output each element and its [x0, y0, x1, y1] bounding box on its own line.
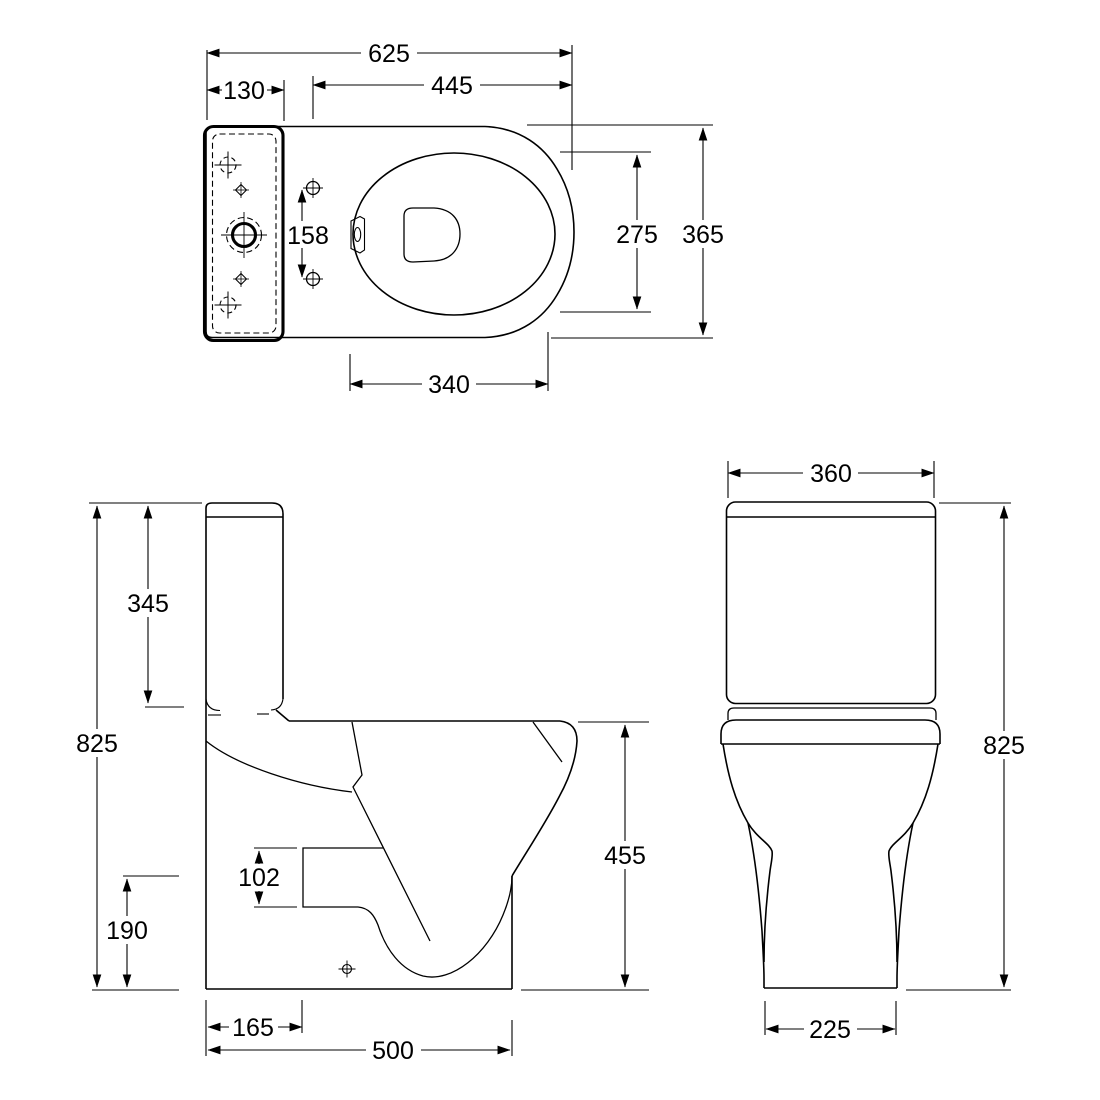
side-view: 825 345 190 102 455 — [70, 502, 652, 1065]
dim-top-fixing-centres: 158 — [287, 189, 329, 278]
dim-side-inlet-height: 102 — [233, 847, 297, 908]
dim-top-overall-depth: 625 — [206, 40, 573, 170]
top-view: 625 445 130 158 275 — [202, 40, 729, 399]
cistern-plan-outline — [202, 124, 285, 343]
dim-side-overall-height-label: 825 — [76, 730, 118, 758]
bowl-front-profile — [511, 720, 578, 877]
bowl-left-contour — [722, 743, 774, 963]
cistern-front-outline — [725, 501, 937, 705]
bowl-right-contour — [887, 743, 939, 963]
seat-edge-line — [532, 721, 563, 763]
dim-front-cistern-width: 360 — [727, 460, 935, 498]
dim-side-outlet-setback-label: 165 — [232, 1014, 274, 1042]
seat-bolt-hole-icon — [303, 269, 323, 289]
dim-front-overall-height-label: 825 — [983, 732, 1025, 760]
dim-top-cistern-depth: 130 — [206, 77, 285, 121]
dim-front-overall-height: 825 — [906, 502, 1031, 991]
fixing-target-icon — [214, 151, 242, 179]
dim-side-inlet-height-label: 102 — [238, 864, 280, 892]
dim-top-pan-depth-label: 445 — [431, 72, 473, 100]
cistern-side-outline — [205, 502, 284, 705]
dim-top-pan-depth: 445 — [312, 72, 573, 119]
dim-top-bowl-length: 340 — [349, 332, 549, 399]
dim-top-overall-width: 365 — [527, 124, 729, 339]
dim-side-base-depth: 500 — [207, 1020, 513, 1065]
dim-top-fixing-centres-label: 158 — [287, 222, 329, 250]
fixing-cross-icon — [233, 271, 249, 287]
dim-side-cistern-height-label: 345 — [127, 590, 169, 618]
dim-front-cistern-width-label: 360 — [810, 460, 852, 488]
pedestal-slope-line — [205, 740, 353, 793]
flush-valve — [403, 207, 461, 263]
foot-left-contour — [747, 822, 765, 988]
front-view: 360 825 225 — [720, 460, 1031, 1044]
seat-hinge-band — [727, 707, 937, 720]
dim-side-overall-height: 825 — [70, 502, 202, 991]
dim-side-outlet-setback: 165 — [205, 1000, 303, 1056]
cistern-base-joint — [270, 698, 284, 711]
fixing-target-icon — [214, 291, 242, 319]
dim-front-base-width-label: 225 — [809, 1016, 851, 1044]
inlet-hole — [221, 212, 267, 258]
seat-hinge — [350, 215, 366, 254]
fixing-cross-icon — [233, 182, 249, 198]
dim-top-bowl-length-label: 340 — [428, 371, 470, 399]
dim-side-outlet-height: 190 — [101, 875, 179, 988]
seat-ring — [352, 152, 556, 316]
dim-top-bowl-inner-width: 275 — [560, 151, 663, 313]
seat-bolt-hole-icon — [303, 178, 323, 198]
dim-side-pan-height-label: 455 — [604, 842, 646, 870]
dim-side-outlet-height-label: 190 — [106, 917, 148, 945]
cistern-base-joint — [205, 698, 221, 712]
trapway-upper-line — [351, 721, 431, 942]
seat-front-outline — [720, 719, 941, 744]
dim-side-pan-height: 455 — [521, 721, 652, 991]
dim-side-base-depth-label: 500 — [372, 1037, 414, 1065]
floor-fixing-icon — [338, 960, 356, 978]
foot-right-contour — [896, 822, 914, 988]
dim-front-base-width: 225 — [764, 1001, 897, 1044]
cistern-lid-dashed-outline — [211, 133, 277, 334]
dim-side-cistern-height: 345 — [122, 505, 184, 708]
dim-top-cistern-depth-label: 130 — [223, 77, 265, 105]
pan-shoulder — [275, 709, 290, 722]
dim-top-overall-depth-label: 625 — [368, 40, 410, 68]
dim-top-overall-width-label: 365 — [682, 221, 724, 249]
dim-top-bowl-inner-width-label: 275 — [616, 221, 658, 249]
outlet-recess-outline — [302, 847, 513, 978]
